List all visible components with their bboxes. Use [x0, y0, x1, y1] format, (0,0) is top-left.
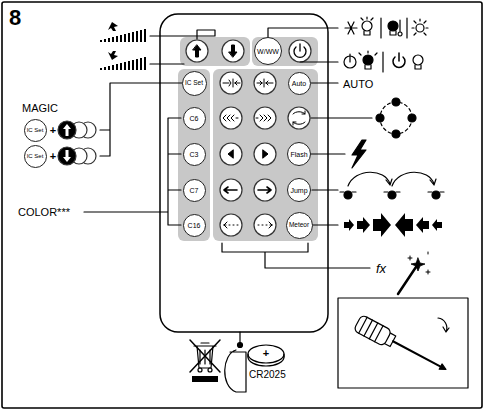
button-label: W/WW	[257, 48, 279, 55]
callout-label: +	[50, 151, 56, 162]
callout-label: MAGIC	[22, 103, 58, 114]
remote-button: Meteor	[286, 212, 313, 239]
button-label: C16	[188, 222, 201, 229]
remote-button: IC Set	[24, 145, 47, 168]
button-label: IC Set	[27, 127, 44, 133]
callout-label: fx	[376, 262, 386, 275]
button-label: Jump	[290, 187, 307, 194]
callout-label: COLOR***	[18, 207, 70, 218]
remote-button: C16	[183, 214, 206, 237]
button-label: C7	[190, 187, 199, 194]
button-label: C6	[190, 115, 199, 122]
button-label: IC Set	[185, 80, 203, 87]
button-label: Flash	[290, 151, 307, 158]
button-label: Meteor	[289, 222, 309, 229]
remote-button: C3	[183, 143, 206, 166]
callout-label: AUTO	[343, 79, 373, 90]
callout-label: CR2025	[249, 370, 286, 380]
remote-button: C6	[183, 107, 206, 130]
remote-button: C7	[183, 179, 206, 202]
button-label: IC Set	[27, 153, 44, 159]
remote-button: IC Set	[182, 71, 207, 96]
callout-label: +	[50, 125, 56, 136]
remote-button: IC Set	[24, 119, 47, 142]
remote-button: Auto	[288, 72, 311, 95]
remote-button: Flash	[287, 142, 311, 166]
callout-label: +	[263, 348, 269, 359]
figure-number: 8	[9, 7, 21, 29]
remote-button: W/WW	[254, 37, 282, 65]
remote-button: Jump	[287, 178, 311, 202]
button-label: Auto	[292, 80, 306, 87]
button-label: C3	[190, 151, 199, 158]
